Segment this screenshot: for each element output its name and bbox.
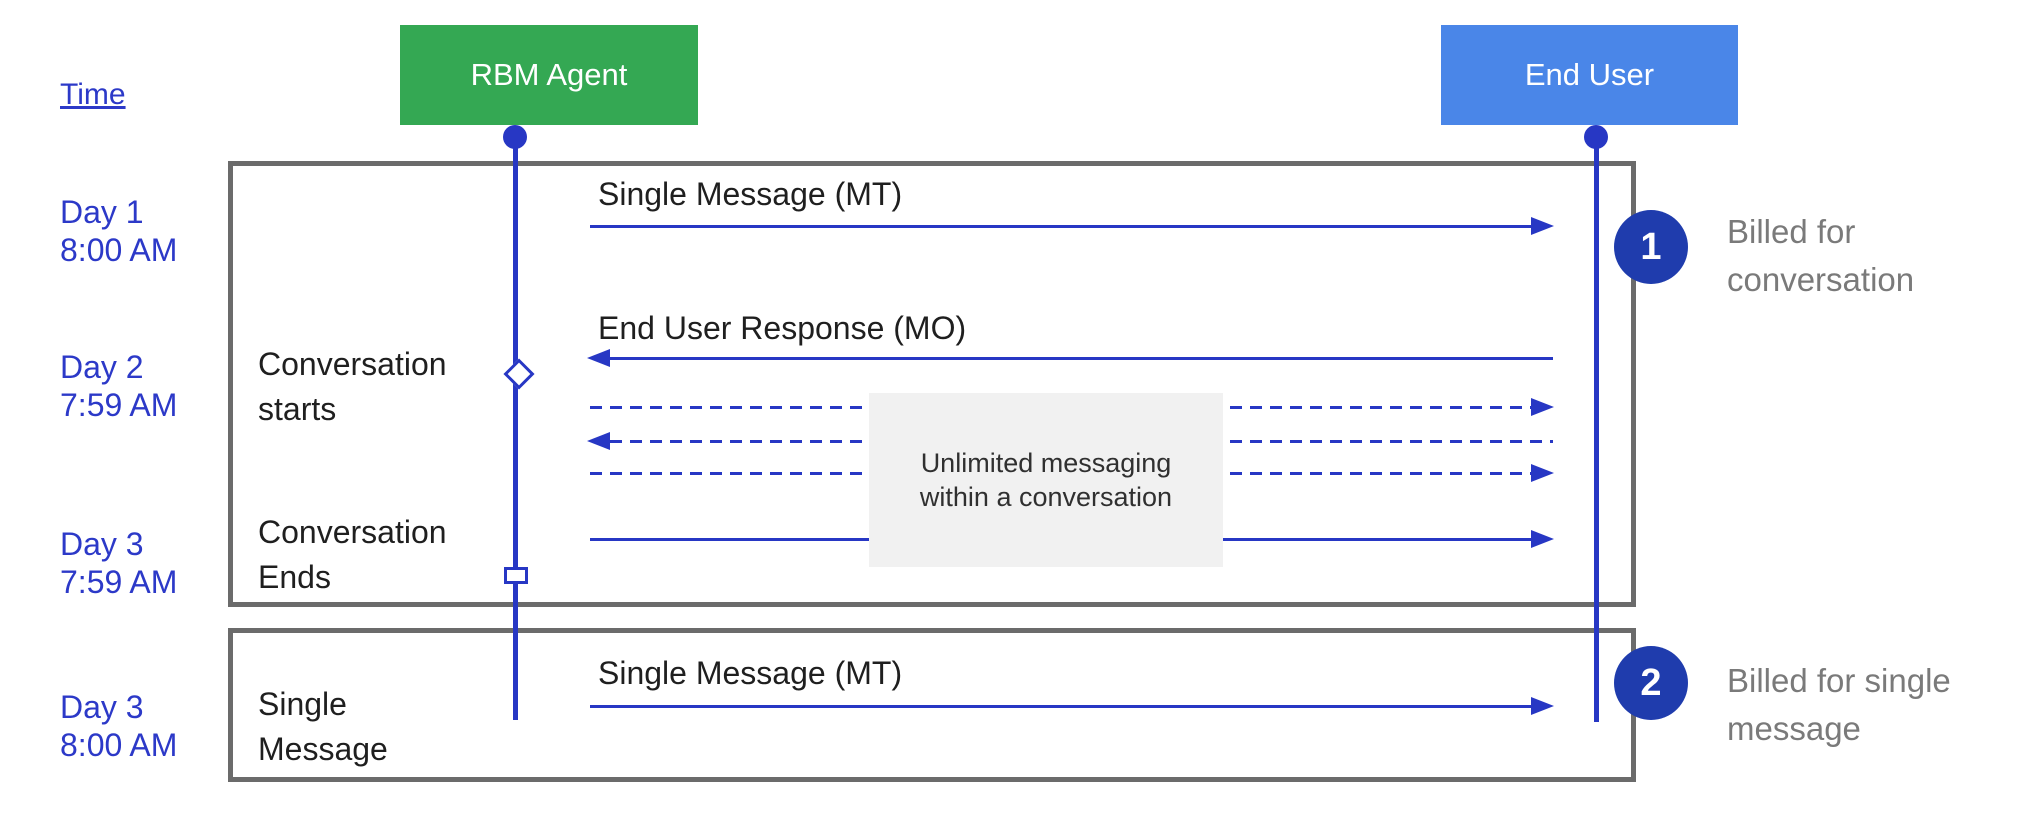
- time-of-day-label: 8:00 AM: [60, 727, 178, 763]
- badge-number: 1: [1640, 225, 1662, 268]
- event-conversation-ends: Conversation Ends: [258, 514, 447, 595]
- day-label: Day 3: [60, 526, 144, 562]
- arrowhead-right-icon: [1531, 464, 1554, 482]
- end-user-lifeline: [1594, 126, 1599, 722]
- message-label-mt2: Single Message (MT): [598, 655, 903, 691]
- event-single-message: Single Message: [258, 686, 388, 767]
- unlimited-messaging-note: Unlimited messaging within a conversatio…: [869, 393, 1223, 567]
- message-line: [590, 225, 1532, 228]
- time-column-header: Time: [60, 78, 126, 111]
- time-of-day-label: 8:00 AM: [60, 232, 178, 268]
- event-conversation-starts: Conversation starts: [258, 346, 447, 427]
- actor-rbm-agent: RBM Agent: [400, 25, 698, 125]
- conversation-end-square-icon: [504, 567, 528, 584]
- message-label-mo: End User Response (MO): [598, 310, 967, 346]
- arrowhead-right-icon: [1531, 697, 1554, 715]
- time-of-day-label: 7:59 AM: [60, 387, 178, 423]
- badge-number: 2: [1640, 661, 1662, 704]
- actor-end-user: End User: [1441, 25, 1738, 125]
- arrowhead-left-icon: [587, 432, 610, 450]
- billing-caption-2: Billed for single message: [1727, 662, 1951, 747]
- billing-caption-1: Billed for conversation: [1727, 213, 1915, 298]
- arrowhead-right-icon: [1531, 217, 1554, 235]
- actor-rbm-agent-label: RBM Agent: [470, 57, 628, 92]
- day-label: Day 1: [60, 194, 144, 230]
- billing-badge-2: 2: [1614, 646, 1688, 720]
- arrowhead-right-icon: [1531, 398, 1554, 416]
- time-row-day3: Day 3 7:59 AM: [60, 525, 250, 601]
- time-row-day3b: Day 3 8:00 AM: [60, 688, 250, 764]
- arrowhead-left-icon: [587, 349, 610, 367]
- day-label: Day 2: [60, 349, 144, 385]
- time-of-day-label: 7:59 AM: [60, 564, 178, 600]
- time-row-day1: Day 1 8:00 AM: [60, 193, 250, 269]
- billing-badge-1: 1: [1614, 210, 1688, 284]
- time-row-day2: Day 2 7:59 AM: [60, 348, 250, 424]
- message-line: [590, 705, 1532, 708]
- arrowhead-right-icon: [1531, 530, 1554, 548]
- message-label-mt1: Single Message (MT): [598, 176, 903, 212]
- actor-end-user-label: End User: [1524, 57, 1655, 92]
- day-label: Day 3: [60, 689, 144, 725]
- message-line: [610, 357, 1553, 360]
- conversation-section-box: [228, 161, 1636, 607]
- rbm-agent-lifeline: [513, 126, 518, 720]
